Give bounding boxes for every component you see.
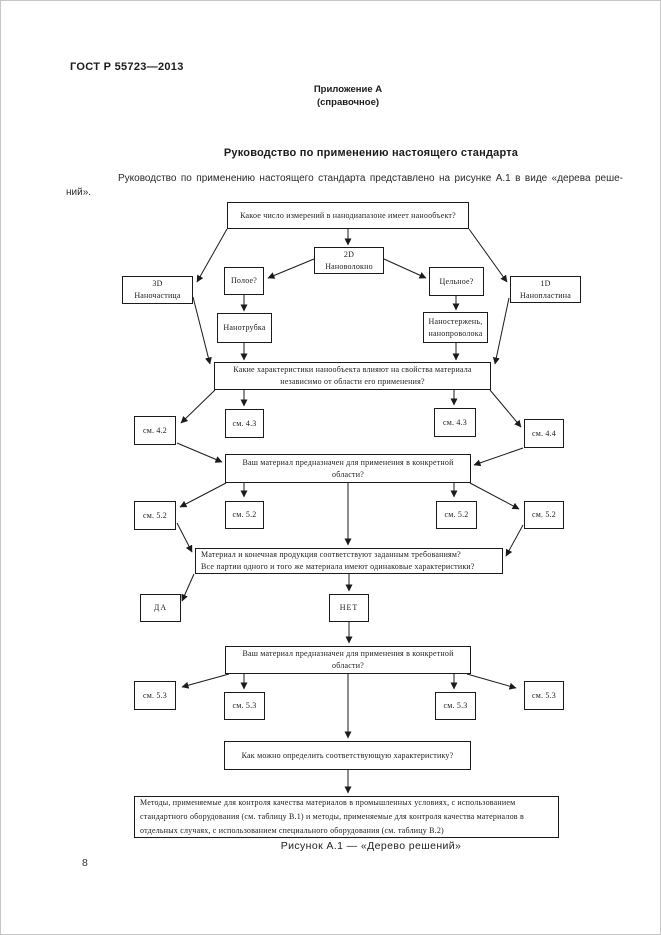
- node-3d-nanoparticle: 3D Наночастица: [122, 276, 193, 304]
- intro-line-2: ний».: [66, 187, 92, 198]
- node-see-5-2-far-right: см. 5.2: [524, 501, 564, 529]
- appendix-kind: (справочное): [316, 96, 380, 108]
- node-see-5-3-left: см. 5.3: [224, 692, 265, 720]
- intro-paragraph: Руководство по применению настоящего ста…: [66, 172, 623, 200]
- node-question-how-determine: Как можно определить соответствующую хар…: [224, 741, 471, 770]
- section-title: Руководство по применению настоящего ста…: [223, 147, 519, 159]
- node-see-4-4: см. 4.4: [524, 419, 564, 448]
- figure-caption: Рисунок А.1 — «Дерево решений»: [280, 840, 462, 852]
- node-no: НЕТ: [329, 594, 369, 622]
- node-nanotube: Нанотрубка: [217, 313, 272, 343]
- node-see-5-2-left: см. 5.2: [225, 501, 264, 529]
- appendix-heading: Приложение А (справочное): [314, 84, 382, 109]
- node-hollow: Полое?: [224, 267, 264, 295]
- node-yes: ДА: [140, 594, 181, 622]
- node-see-4-3-left: см. 4.3: [225, 409, 264, 438]
- node-see-5-3-far-right: см. 5.3: [524, 681, 564, 710]
- node-see-5-3-right: см. 5.3: [435, 692, 476, 720]
- node-2d-nanofiber: 2D Нановолокно: [314, 247, 384, 274]
- node-methods: Методы, применяемые для контроля качеств…: [134, 796, 559, 838]
- node-solid: Цельное?: [429, 267, 484, 296]
- node-question-requirements: Материал и конечная продукция соответств…: [195, 548, 503, 574]
- node-see-5-3-far-left: см. 5.3: [134, 681, 176, 710]
- node-question-characteristics: Какие характеристики нанообъекта влияют …: [214, 362, 491, 390]
- node-see-4-2: см. 4.2: [134, 416, 176, 445]
- appendix-label: Приложение А: [313, 84, 383, 95]
- node-1d-nanoplate: 1D Нанопластина: [510, 276, 581, 303]
- node-question-specific-area-1: Ваш материал предназначен для применения…: [225, 454, 471, 483]
- node-question-specific-area-2: Ваш материал предназначен для применения…: [225, 646, 471, 674]
- node-question-dimensions: Какое число измерений в нанодиапазоне им…: [227, 202, 469, 229]
- node-nanorod-nanowire: Наностержень, нанопроволока: [423, 312, 488, 343]
- standard-code: ГОСТ Р 55723—2013: [70, 61, 184, 73]
- node-see-4-3-right: см. 4.3: [434, 408, 476, 437]
- page-number: 8: [82, 857, 88, 869]
- node-see-5-2-far-left: см. 5.2: [134, 501, 176, 530]
- node-see-5-2-right: см. 5.2: [436, 501, 477, 529]
- intro-line-1: Руководство по применению настоящего ста…: [118, 173, 623, 184]
